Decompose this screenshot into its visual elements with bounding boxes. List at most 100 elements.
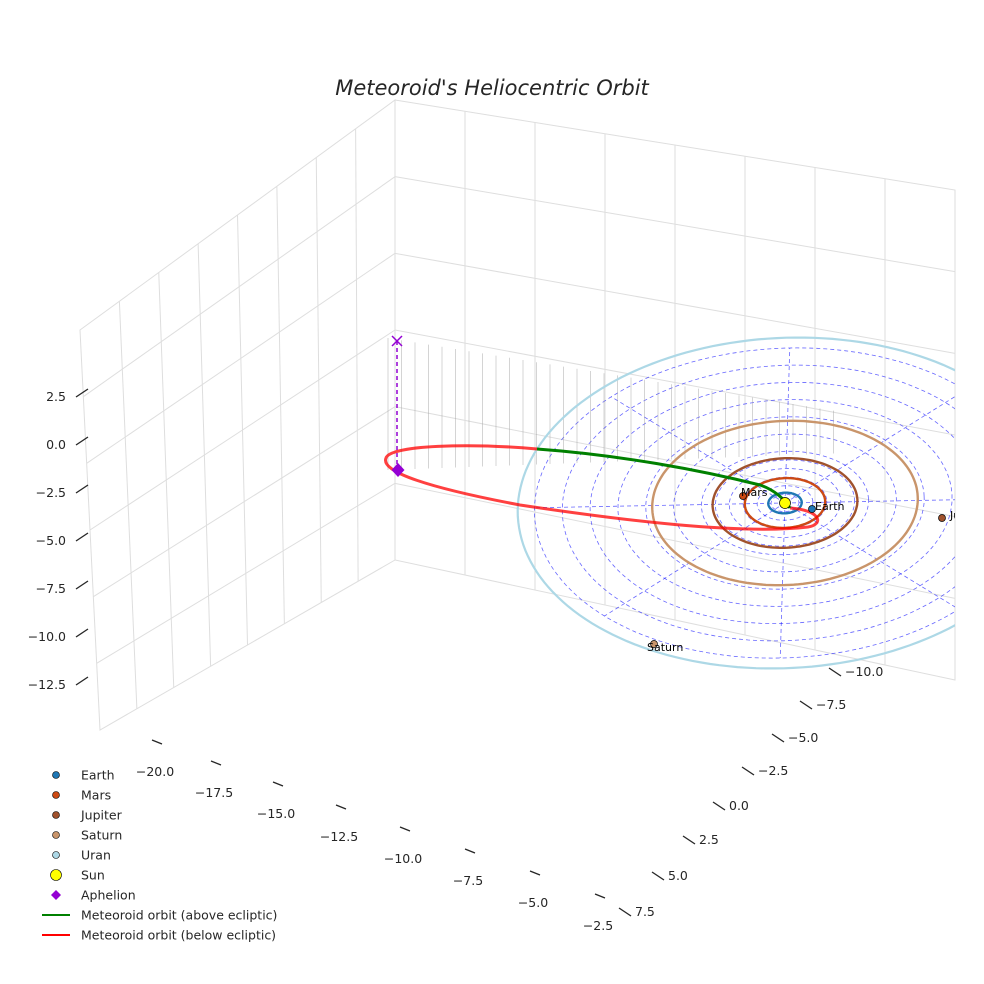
legend-label: Meteoroid orbit (above ecliptic) xyxy=(81,908,277,923)
z-tick xyxy=(75,436,89,446)
y-tick xyxy=(651,871,665,881)
legend-swatch-circle xyxy=(52,771,60,779)
ecliptic-ring xyxy=(728,468,842,538)
z-tick-label: −10.0 xyxy=(28,629,66,644)
z-tick-label: −7.5 xyxy=(36,581,66,596)
y-tick xyxy=(828,667,842,677)
ecliptic-ring xyxy=(645,416,925,590)
x-tick xyxy=(210,760,222,766)
y-tick xyxy=(682,835,696,845)
legend-label: Saturn xyxy=(81,828,122,843)
legend-swatch-circle xyxy=(50,869,62,881)
legend-swatch-circle xyxy=(52,791,60,799)
orbit-uran xyxy=(516,336,955,670)
y-tick-label: 2.5 xyxy=(699,832,719,847)
legend-item: Earth xyxy=(52,768,115,783)
legend-label: Meteoroid orbit (below ecliptic) xyxy=(81,928,276,943)
plot-area: Earth MarsJupiSaturn xyxy=(384,335,970,670)
pane-gridline xyxy=(394,329,956,436)
legend-label: Sun xyxy=(81,868,105,883)
z-tick xyxy=(75,388,89,398)
saturn-marker xyxy=(650,640,658,648)
legend-item: Saturn xyxy=(52,828,122,843)
meteoroid-orbit-above xyxy=(536,447,792,509)
legend: EarthMarsJupiterSaturnUranSunAphelionMet… xyxy=(42,768,277,943)
mars-label: Mars xyxy=(741,486,768,499)
jupiter-marker xyxy=(938,514,946,522)
pane-gridline xyxy=(86,252,396,464)
z-tick-label: −12.5 xyxy=(28,677,66,692)
ecliptic-ring xyxy=(561,364,955,642)
ecliptic-ring xyxy=(701,450,869,556)
x-tick-label: −20.0 xyxy=(136,764,174,779)
x-tick-label: −12.5 xyxy=(320,829,358,844)
x-tick xyxy=(272,781,284,787)
legend-label: Earth xyxy=(81,768,115,783)
chart-title: Meteoroid's Heliocentric Orbit xyxy=(335,76,649,100)
x-tick-label: −7.5 xyxy=(453,873,483,888)
z-tick-label: 0.0 xyxy=(46,437,66,452)
z-tick-label: −5.0 xyxy=(36,533,66,548)
x-tick-label: −15.0 xyxy=(257,806,295,821)
legend-item: Uran xyxy=(52,848,111,863)
planet-orbits xyxy=(516,336,955,670)
ecliptic-spoke xyxy=(779,502,786,659)
z-tick xyxy=(75,580,89,590)
z-tick-label: −2.5 xyxy=(36,485,66,500)
earth-marker xyxy=(808,505,816,513)
ecliptic-ring xyxy=(756,485,814,521)
orbit-saturn xyxy=(650,419,920,587)
legend-label: Aphelion xyxy=(81,888,136,903)
aphelion-marker xyxy=(391,463,405,477)
legend-label: Mars xyxy=(81,788,111,803)
ecliptic-ring xyxy=(715,459,855,547)
x-tick xyxy=(594,893,606,899)
legend-swatch-circle xyxy=(52,851,60,859)
z-tick xyxy=(75,532,89,542)
y-tick-label: 0.0 xyxy=(729,798,749,813)
x-tick xyxy=(335,804,347,810)
legend-item: Meteoroid orbit (below ecliptic) xyxy=(42,928,276,943)
mars-marker xyxy=(739,492,747,500)
legend-swatch-circle xyxy=(52,831,60,839)
y-tick xyxy=(741,766,755,776)
legend-label: Uran xyxy=(81,848,111,863)
orbit-mars xyxy=(743,476,827,530)
ecliptic-spoke xyxy=(611,396,786,504)
aphelion-projection-x-marker xyxy=(391,335,403,347)
pane-gridline xyxy=(83,176,396,398)
pane-gridline xyxy=(394,252,956,354)
legend-item: Sun xyxy=(50,868,105,883)
x-tick-label: −10.0 xyxy=(384,851,422,866)
markers: Earth MarsJupiSaturn xyxy=(391,335,970,654)
y-tick-label: 5.0 xyxy=(668,868,688,883)
y-tick xyxy=(771,733,785,743)
saturn-label: Saturn xyxy=(647,641,683,654)
orbit-earth xyxy=(767,491,803,515)
y-tick xyxy=(618,907,632,917)
z-tick-label: 2.5 xyxy=(46,389,66,404)
x-tick-label: −17.5 xyxy=(195,785,233,800)
y-tick-label: −2.5 xyxy=(758,763,788,778)
x-tick xyxy=(151,739,163,745)
y-tick xyxy=(799,700,813,710)
meteoroid-orbit xyxy=(384,444,820,531)
y-tick-label: 7.5 xyxy=(635,904,655,919)
y-tick-label: −10.0 xyxy=(845,664,883,679)
jupiter-label: Jupi xyxy=(949,509,970,522)
earth-label: Earth xyxy=(815,500,845,513)
z-tick xyxy=(75,484,89,494)
legend-item: Jupiter xyxy=(52,808,123,823)
pane-gridline xyxy=(93,406,396,598)
ecliptic-ring xyxy=(617,399,953,607)
y-tick xyxy=(712,801,726,811)
y-tick-label: −7.5 xyxy=(816,697,846,712)
axes: 2.5 0.0 −2.5 −5.0 −7.5 −10.0 −12.5 −20.0 −17.5 −1… xyxy=(28,388,883,933)
sun-marker xyxy=(779,497,791,509)
y-tick-label: −5.0 xyxy=(788,730,818,745)
ecliptic-ring xyxy=(770,494,800,512)
axis-panes xyxy=(79,99,956,731)
meteoroid-orbit-below xyxy=(384,444,820,531)
z-tick xyxy=(75,676,89,686)
